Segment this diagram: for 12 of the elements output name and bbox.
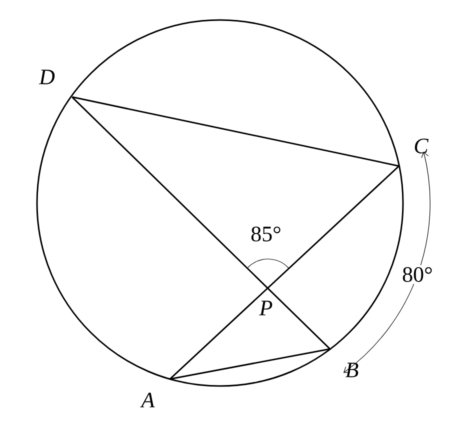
edge-label: 80°: [400, 265, 435, 284]
chord: [72, 96, 330, 350]
point-label: A: [140, 392, 155, 408]
chord: [170, 348, 330, 380]
chord: [72, 96, 399, 167]
point-label: D: [38, 70, 55, 84]
point-label: P: [259, 300, 272, 316]
arc-arrow: [343, 152, 430, 373]
point-label: C: [414, 138, 429, 154]
angle-label: 85°: [251, 226, 280, 242]
point-label: B: [345, 362, 358, 378]
chord: [170, 166, 400, 380]
